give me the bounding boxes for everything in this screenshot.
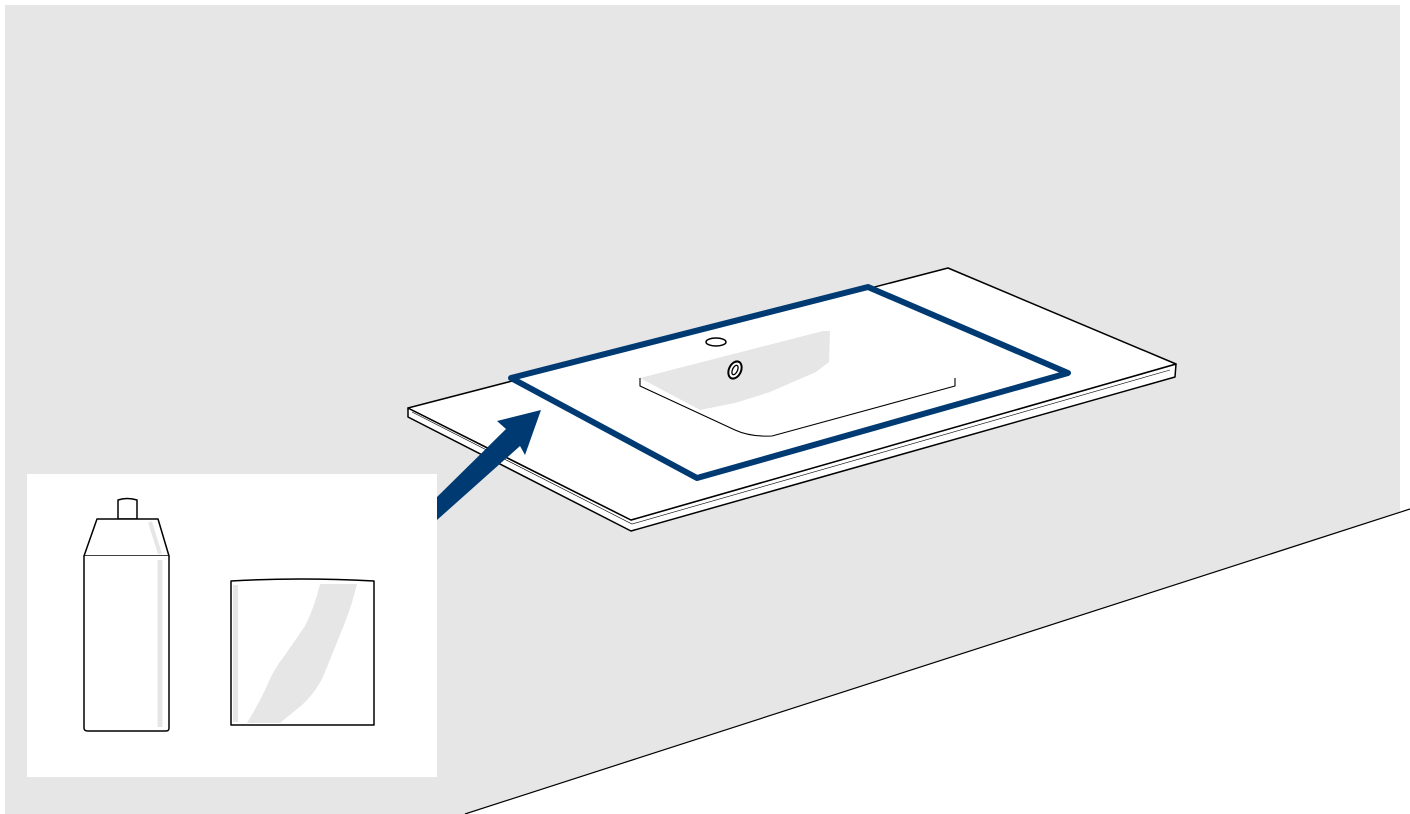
cleaner-bottle-icon <box>83 497 170 732</box>
drain-icon <box>727 360 743 380</box>
direction-arrow-icon <box>437 410 541 520</box>
washbasin <box>508 284 1071 481</box>
washbasin-bonding-edge-highlight <box>508 284 1071 481</box>
tap-hole <box>705 337 727 347</box>
countertop-edge-detail <box>411 369 1171 525</box>
cleaning-cloth-icon <box>230 578 375 726</box>
cleaning-items-panel <box>27 474 437 777</box>
floor-edge-line <box>464 508 1410 814</box>
washbasin-bowl-outline <box>639 378 956 437</box>
